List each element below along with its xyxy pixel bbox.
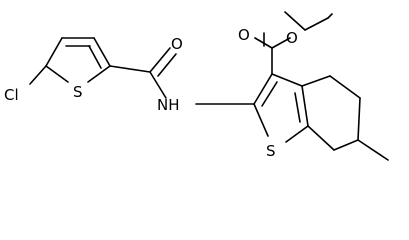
atom-s-thiophene: S: [73, 83, 83, 101]
atom-o-ester-ether: O: [286, 29, 298, 47]
bond-carbonyl-thiophene: [109, 65, 151, 73]
structure-canvas: Cl S O NH O O S: [4, 11, 389, 161]
bond-carbonyl-c: [271, 37, 291, 49]
bond-nh-carbonyl: [149, 71, 167, 99]
atom-s-benzothiophene: S: [266, 142, 276, 160]
atom-nh: NH: [157, 96, 180, 114]
atom-o-amide: O: [171, 35, 183, 53]
bond-c3-c3a: [271, 73, 303, 87]
bond-amide-co-double: [157, 53, 177, 77]
bond-th-c5-cl: [29, 65, 47, 85]
bond-th-c2-c3-double: [88, 45, 102, 69]
molecule-diagram: Cl S O NH O O S: [4, 11, 389, 161]
bond-c3-c2: [253, 73, 273, 105]
bond-ethyl-ch2: [304, 17, 329, 31]
bond-ethyl-ch3: [284, 11, 306, 31]
bond-c3a-c7a-double: [294, 92, 301, 123]
bond-th-c5-s: [45, 65, 69, 83]
bond-c3-c2-double: [261, 81, 278, 107]
bond-c3a-c7a: [301, 85, 309, 127]
bond-c5-c6: [357, 97, 361, 141]
bond-ch2-oether: [327, 13, 333, 19]
bond-th-c2-c3: [93, 37, 111, 67]
bond-c6-c7: [333, 139, 359, 151]
bond-c6-methyl: [357, 139, 389, 161]
bond-c7-c7a: [307, 125, 335, 151]
atom-o-ester-carbonyl: O: [238, 26, 250, 44]
bond-c3a-c4: [301, 75, 331, 87]
bond-c4-c5: [329, 75, 361, 99]
bond-th-c4-c5: [45, 37, 63, 67]
bond-th-s-c2: [87, 65, 111, 83]
bond-amide-co: [149, 47, 171, 73]
bond-s-c7a: [285, 125, 309, 143]
atom-cl: Cl: [4, 86, 19, 104]
bond-c2-s: [253, 103, 269, 137]
